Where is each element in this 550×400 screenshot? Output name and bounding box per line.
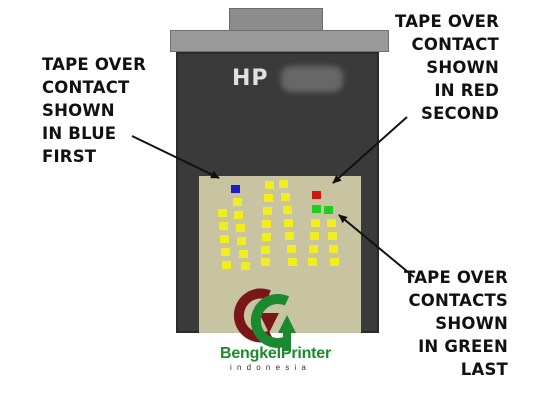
callout-line: IN GREEN [418,337,508,356]
callout-line: TAPE OVER [395,12,499,31]
callout-line: CONTACT [42,78,130,97]
cartridge-brand: HP [232,66,269,91]
cartridge-cap-bar [170,30,389,52]
callout-red-second: TAPE OVER CONTACT SHOWN IN RED SECOND [395,10,499,125]
logo-name-part2: Printer [280,345,332,362]
callout-line: FIRST [42,147,97,166]
callout-line: SHOWN [42,101,115,120]
callout-line: SHOWN [426,58,499,77]
callout-line: CONTACTS [408,291,508,310]
logo-name-part1: Bengkel [220,345,281,362]
bengkelprinter-logo [233,288,296,351]
callout-line: SECOND [421,104,499,123]
callout-line: SHOWN [435,314,508,333]
callout-line: LAST [460,360,508,379]
cartridge-model-blurred [281,66,343,92]
logo-subtitle: indonesia [230,363,312,372]
callout-line: CONTACT [411,35,499,54]
callout-blue-first: TAPE OVER CONTACT SHOWN IN BLUE FIRST [42,53,146,168]
callout-line: IN RED [434,81,499,100]
callout-line: IN BLUE [42,124,117,143]
logo-name: BengkelPrinter [220,345,331,363]
callout-green-last: TAPE OVER CONTACTS SHOWN IN GREEN LAST [404,266,508,381]
logo-green-arc [250,294,296,351]
callout-line: TAPE OVER [404,268,508,287]
logo-wordmark: BengkelPrinter indonesia [220,345,331,372]
callout-line: TAPE OVER [42,55,146,74]
cartridge-cap-top [229,8,323,32]
